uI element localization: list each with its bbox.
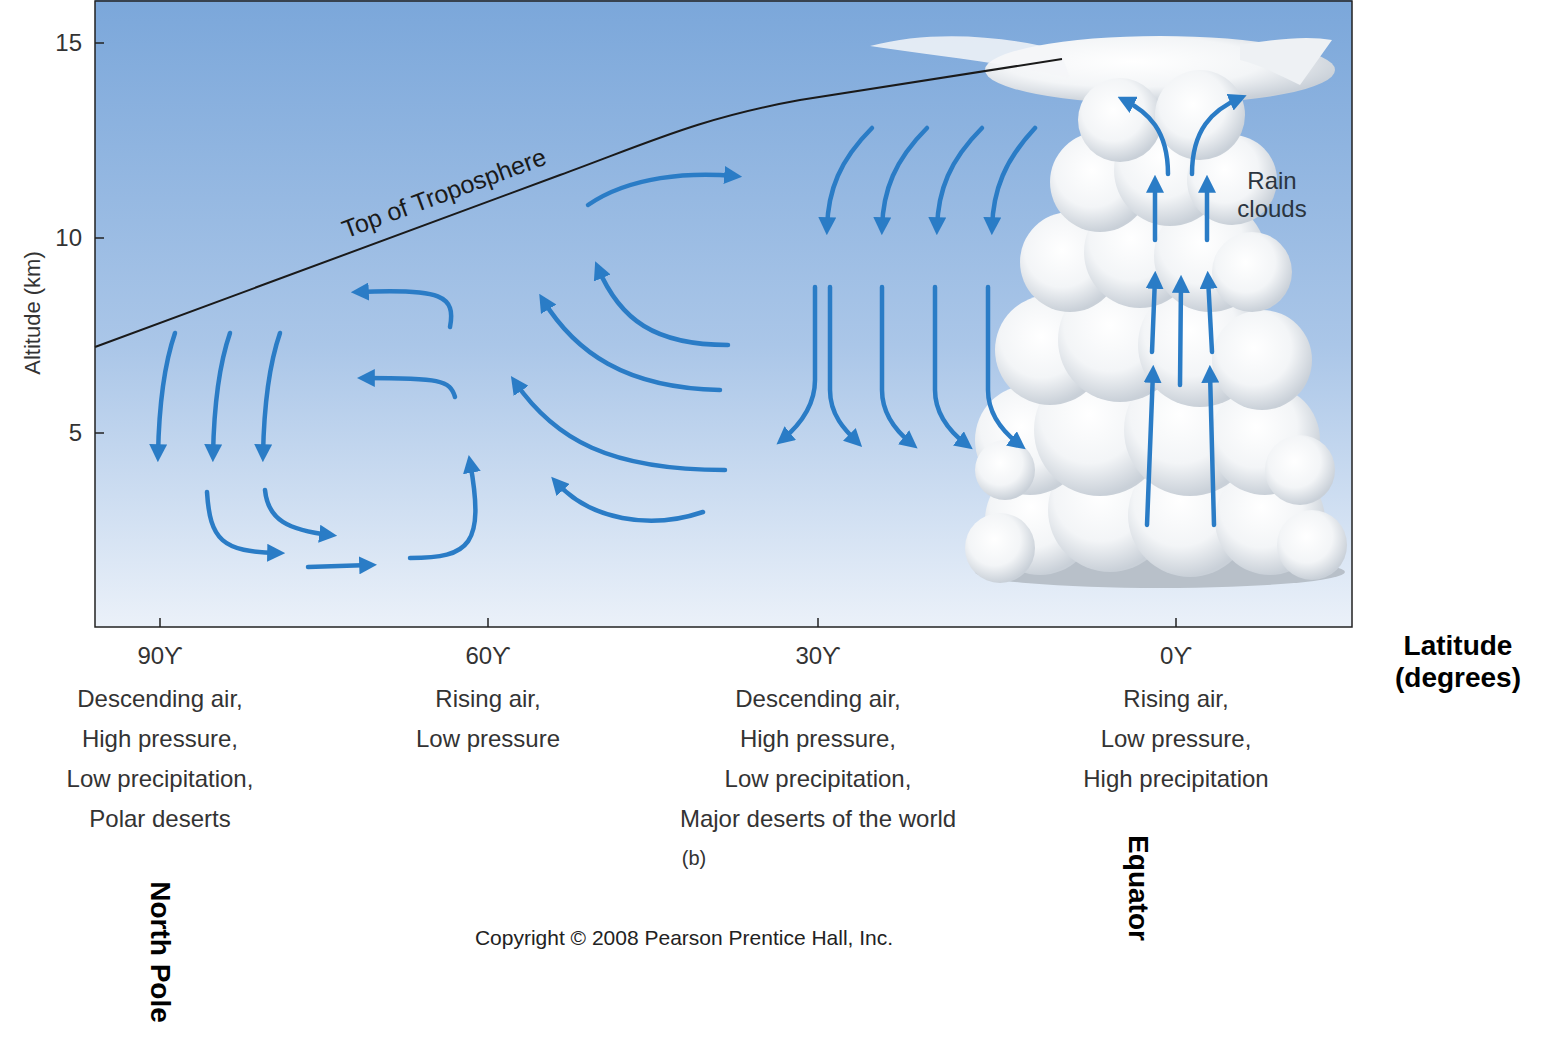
cloud-wisp [1240, 38, 1332, 85]
cloud-puff [965, 513, 1035, 583]
latitude-label: 0ϒ [1160, 642, 1192, 670]
axis-tick-label: 5 [69, 419, 82, 447]
circulation-arrow [827, 128, 872, 228]
axis-tick [159, 618, 161, 627]
zone-description: Rising air, Low pressure, High precipita… [1083, 679, 1268, 799]
circulation-arrow [358, 291, 451, 327]
cloud-puff [1265, 435, 1335, 505]
circulation-arrow [992, 128, 1035, 228]
circulation-arrow [308, 565, 370, 567]
circulation-arrow [1124, 100, 1168, 174]
plot-frame [95, 1, 1352, 627]
axis-tick-label: 15 [55, 29, 82, 57]
circulation-arrow [937, 128, 982, 228]
circulation-arrow [1147, 372, 1153, 525]
circulation-arrow [935, 287, 967, 445]
circulation-arrow [1210, 372, 1214, 525]
cloud-puff [975, 440, 1035, 500]
cloud-label: Rain clouds [1222, 167, 1322, 222]
axis-tick [95, 237, 104, 239]
circulation-arrow [588, 175, 735, 205]
circulation-arrow [158, 333, 175, 455]
axis-tick [95, 43, 1176, 627]
circulation-arrow [543, 300, 720, 390]
zone-description: Rising air, Low pressure [416, 679, 560, 759]
cloud-puff [1212, 232, 1292, 312]
axis-title: Latitude (degrees) [1368, 630, 1548, 694]
circulation-arrow [364, 378, 455, 397]
axis-tick [95, 42, 104, 44]
circulation-arrow [598, 268, 728, 345]
axis-tick [817, 618, 819, 627]
equator-label: Equator [1122, 835, 1154, 941]
figure-part-label: (b) [682, 847, 706, 870]
latitude-label: 60ϒ [465, 642, 510, 670]
circulation-arrow [213, 333, 230, 455]
circulation-arrow [1153, 182, 1158, 240]
circulation-arrow [830, 287, 857, 442]
axis-tick [487, 618, 489, 627]
latitude-label: 30ϒ [795, 642, 840, 670]
circulation-arrow [515, 382, 725, 470]
circulation-arrow [882, 128, 927, 228]
cloud-puff [1155, 70, 1245, 160]
zone-description: Descending air, High pressure, Low preci… [680, 679, 956, 839]
circulation-arrow [265, 490, 330, 535]
circulation-arrow [1180, 282, 1181, 385]
axis-title: Altitude (km) [20, 251, 45, 374]
tropopause-line [95, 59, 1062, 347]
circulation-arrow [988, 287, 1020, 445]
pole-label: North Pole [144, 881, 176, 1023]
axis-tick-label: 10 [55, 224, 82, 252]
circulation-arrow [410, 462, 475, 558]
cloud-wisp [870, 36, 1070, 78]
axis-tick [1175, 618, 1177, 627]
circulation-arrow [1192, 98, 1240, 174]
circulation-arrow [1205, 182, 1210, 240]
tropopause-label: Top of Troposphere [338, 142, 550, 244]
zone-description: Descending air, High pressure, Low preci… [67, 679, 254, 839]
copyright-note: Copyright © 2008 Pearson Prentice Hall, … [475, 926, 893, 950]
rain-cloud [870, 36, 1347, 588]
circulation-arrow [782, 287, 815, 440]
circulation-arrow [1152, 278, 1155, 352]
circulation-arrow [158, 98, 1240, 567]
circulation-arrow [1208, 278, 1212, 352]
circulation-arrow [556, 482, 703, 521]
circulation-arrow [882, 287, 912, 444]
cloud-puff [1277, 510, 1347, 580]
sky-ground [95, 0, 1352, 627]
cloud-puff [1212, 310, 1312, 410]
latitude-label: 90ϒ [137, 642, 182, 670]
axis-tick [95, 432, 104, 434]
circulation-arrow [263, 333, 280, 455]
